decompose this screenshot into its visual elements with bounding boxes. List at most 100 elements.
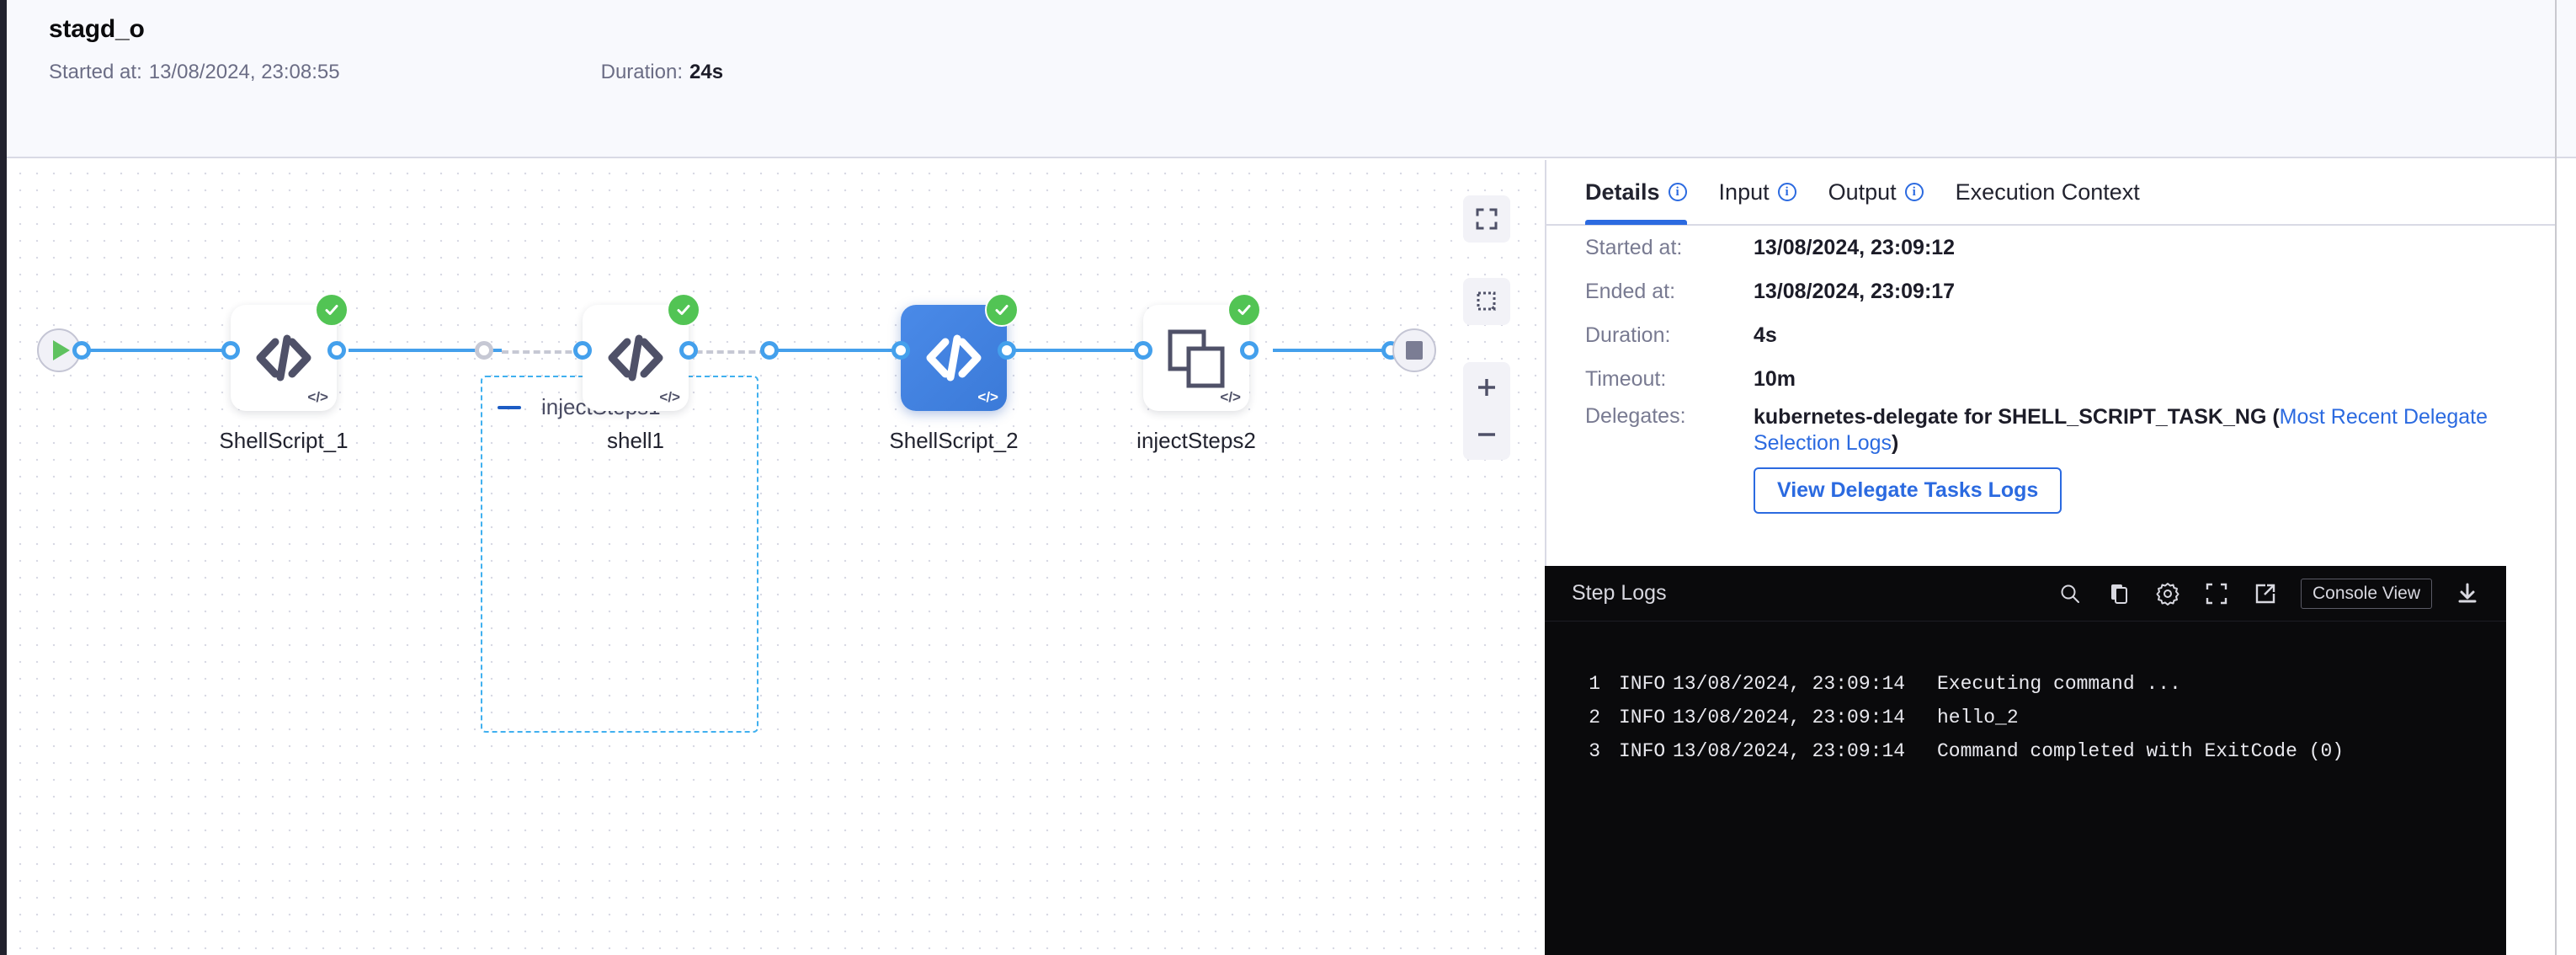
edge-start-to-shellscript1 [81, 349, 247, 352]
log-line-number: 1 [1589, 673, 1600, 695]
started-at-label: Started at: [49, 61, 142, 83]
status-badge-success [315, 293, 349, 327]
dashed-square-icon [1477, 291, 1496, 311]
info-icon[interactable]: i [1668, 183, 1687, 201]
port-shell1-out [679, 341, 698, 360]
canvas-control-marquee[interactable] [1463, 278, 1510, 325]
plus-icon [1478, 379, 1495, 396]
status-badge-success [1227, 293, 1261, 327]
code-small-icon: </> [977, 389, 998, 405]
selection-marquee-button[interactable] [1463, 278, 1510, 325]
edge-shellscript1-to-group [349, 349, 502, 352]
node-label-injectSteps2: injectSteps2 [1136, 428, 1256, 453]
step-logs-panel: Step Logs [1545, 566, 2506, 955]
log-line-time: 13/08/2024, 23:09:14 [1673, 707, 1906, 728]
log-line-level: INFO [1619, 740, 1666, 762]
detail-row-delegates: Delegates: kubernetes-delegate for SHELL… [1546, 401, 2557, 456]
header-meta: Started at: 13/08/2024, 23:08:55 Duratio… [49, 61, 723, 84]
node-label-shell1: shell1 [607, 428, 664, 453]
log-lines[interactable]: 1 INFO 13/08/2024, 23:09:14 Executing co… [1545, 622, 2506, 768]
search-icon[interactable] [2057, 580, 2084, 607]
tab-details-label: Details [1585, 179, 1660, 205]
download-icon[interactable] [2454, 580, 2481, 607]
zoom-out-button[interactable] [1463, 411, 1510, 458]
fit-to-screen-button[interactable] [1463, 195, 1510, 243]
view-delegate-tasks-logs-button[interactable]: View Delegate Tasks Logs [1754, 467, 2062, 514]
detail-row-ended-at: Ended at: 13/08/2024, 23:09:17 [1546, 269, 2557, 313]
canvas-control-fit[interactable] [1463, 195, 1510, 243]
port-start-out [72, 341, 91, 360]
info-icon[interactable]: i [1777, 183, 1796, 201]
stop-icon [1406, 341, 1423, 360]
detail-row-duration: Duration: 4s [1546, 313, 2557, 357]
log-line-level: INFO [1619, 673, 1666, 695]
delegates-text: kubernetes-delegate for SHELL_SCRIPT_TAS… [1754, 405, 2280, 429]
code-small-icon: </> [307, 389, 328, 405]
delegates-text-end: ) [1892, 430, 1899, 455]
copy-icon[interactable] [2105, 580, 2132, 607]
canvas-control-zoom[interactable] [1463, 362, 1510, 460]
started-at-value: 13/08/2024, 23:08:55 [148, 61, 340, 83]
code-icon [926, 334, 982, 381]
log-line-level: INFO [1619, 707, 1666, 728]
log-line-time: 13/08/2024, 23:09:14 [1673, 740, 1906, 762]
started-at-value: 13/08/2024, 23:09:12 [1754, 235, 1956, 259]
fullscreen-icon[interactable] [2203, 580, 2230, 607]
port-group-in [475, 341, 493, 360]
log-line-time: 13/08/2024, 23:09:14 [1673, 673, 1906, 695]
log-line-message: hello_2 [1937, 707, 2019, 728]
node-shell1[interactable]: </> [583, 293, 700, 411]
port-ShellScript_2-in [891, 341, 910, 360]
edge-group-to-shellscript2 [766, 349, 901, 352]
check-icon [995, 305, 1009, 315]
started-at-block: Started at: 13/08/2024, 23:08:55 [49, 61, 340, 84]
tab-output[interactable]: Output i [1828, 159, 1924, 225]
minus-icon[interactable] [498, 405, 521, 409]
tab-details[interactable]: Details i [1585, 159, 1687, 225]
log-line-number: 3 [1589, 740, 1600, 762]
check-icon [1237, 305, 1251, 315]
delegates-label: Delegates: [1585, 404, 1686, 428]
step-logs-actions: Console View [2057, 578, 2506, 609]
info-icon[interactable]: i [1904, 183, 1924, 201]
panel-right-edge [2555, 0, 2557, 955]
console-view-button[interactable]: Console View [2300, 578, 2432, 609]
tab-execution-context[interactable]: Execution Context [1956, 159, 2140, 225]
delegates-value: kubernetes-delegate for SHELL_SCRIPT_TAS… [1754, 404, 2494, 456]
port-ShellScript_1-in [221, 341, 240, 360]
log-line-message: Executing command ... [1937, 673, 2181, 695]
zoom-in-button[interactable] [1463, 364, 1510, 411]
step-logs-title: Step Logs [1572, 581, 1667, 605]
tab-execution-context-label: Execution Context [1955, 179, 2140, 205]
log-line-number: 2 [1589, 707, 1600, 728]
code-small-icon: </> [659, 389, 680, 405]
duration-value: 4s [1754, 323, 1777, 347]
minus-icon [1478, 433, 1495, 436]
ended-at-value: 13/08/2024, 23:09:17 [1754, 279, 1956, 303]
port-group-out [760, 341, 779, 360]
log-line: 2 INFO 13/08/2024, 23:09:14 hello_2 [1545, 701, 2506, 734]
details-list: Started at: 13/08/2024, 23:09:12 Ended a… [1546, 226, 2557, 514]
edge-shellscript2-to-injectsteps2 [1014, 349, 1167, 352]
timeout-value: 10m [1754, 366, 1796, 391]
ended-at-label: Ended at: [1585, 279, 1676, 303]
code-icon [256, 334, 311, 381]
gear-icon[interactable] [2154, 580, 2181, 607]
end-node[interactable] [1392, 328, 1436, 372]
edge-injectsteps2-to-end [1273, 349, 1426, 352]
tab-input[interactable]: Input i [1719, 159, 1796, 225]
port-ShellScript_1-out [327, 341, 346, 360]
external-link-icon[interactable] [2252, 580, 2279, 607]
duration-label: Duration: [600, 61, 683, 83]
node-injectSteps2[interactable]: </> [1143, 293, 1261, 411]
node-ShellScript_2[interactable]: </> [901, 293, 1019, 411]
node-ShellScript_1[interactable]: </> [231, 293, 349, 411]
left-rail [0, 0, 7, 955]
edge-group-in-dashed [502, 350, 583, 354]
started-at-label: Started at: [1585, 235, 1683, 259]
status-badge-success [667, 293, 700, 327]
log-line-message: Command completed with ExitCode (0) [1937, 740, 2344, 762]
delegate-selection-logs-link[interactable]: Most Recent Delegate Selection Logs [1754, 405, 2488, 455]
pipeline-canvas[interactable]: injectSteps1 </> [7, 160, 1545, 955]
tab-output-label: Output [1828, 179, 1897, 205]
